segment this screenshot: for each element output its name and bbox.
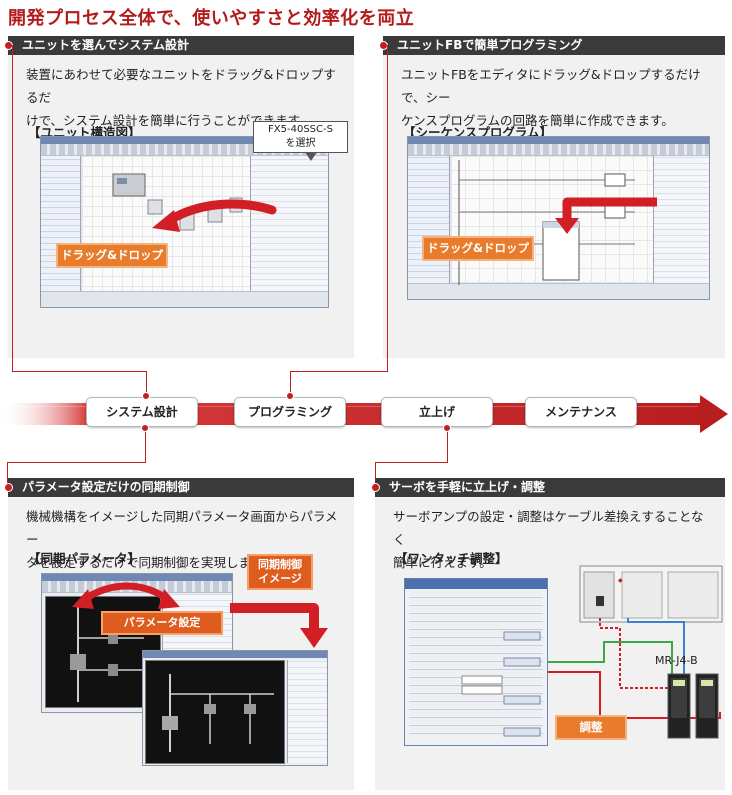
step-anchor-dot-icon bbox=[443, 424, 451, 432]
servo-model-label: MR-J4-B bbox=[655, 654, 698, 667]
panel-description: ユニットFBをエディタにドラッグ&ドロップするだけで、シー ケンスプログラムの回… bbox=[401, 63, 713, 132]
parameter-setting-label: パラメータ設定 bbox=[101, 611, 223, 635]
connector-line bbox=[7, 462, 145, 463]
connector-line bbox=[387, 45, 388, 371]
one-touch-tuning-dialog bbox=[404, 578, 548, 746]
fb-library-pane bbox=[653, 156, 709, 283]
process-step-programming[interactable]: プログラミング bbox=[234, 397, 346, 427]
callout-line-2: を選択 bbox=[285, 138, 316, 149]
panel-heading: ユニットFBで簡単プログラミング bbox=[379, 36, 725, 55]
window-titlebar bbox=[405, 579, 547, 589]
connector-line bbox=[375, 462, 447, 463]
drag-arrow-icon bbox=[152, 199, 277, 232]
description-line-1: 機械機構をイメージした同期パラメータ画面からパラメー bbox=[26, 509, 338, 547]
window-toolbar bbox=[408, 144, 709, 156]
description-line-2: タを設定するだけで同期制御を実現します。 bbox=[26, 555, 275, 570]
image-transition-arrow-icon bbox=[230, 603, 328, 648]
window-statusbar bbox=[41, 291, 328, 307]
connector-line bbox=[447, 427, 448, 463]
screenshot-label: 【ワンタッチ調整】 bbox=[395, 551, 508, 566]
connector-line bbox=[12, 371, 146, 372]
panel-heading-text: パラメータ設定だけの同期制御 bbox=[22, 480, 190, 494]
hardware-system-illustration: ◆ bbox=[548, 565, 723, 739]
step-anchor-dot-icon bbox=[286, 392, 294, 400]
connector-line bbox=[290, 371, 388, 372]
window-statusbar bbox=[408, 283, 709, 299]
connector-line bbox=[7, 462, 8, 488]
description-line-1: 装置にあわせて必要なユニットをドラッグ&ドロップするだ bbox=[26, 67, 336, 105]
description-line-1: ユニットFBをエディタにドラッグ&ドロップするだけで、シー bbox=[401, 67, 701, 105]
connector-line bbox=[290, 371, 291, 397]
parameter-link-arrow-icon bbox=[72, 582, 180, 609]
process-step-maintenance[interactable]: メンテナンス bbox=[525, 397, 637, 427]
dialog-settings-area bbox=[409, 593, 543, 741]
image-label-line-2: イメージ bbox=[258, 572, 302, 585]
coil-block bbox=[604, 173, 626, 187]
connector-line bbox=[375, 462, 376, 488]
description-line-2: ケンスプログラムの回路を簡単に作成できます。 bbox=[401, 113, 674, 128]
step-anchor-dot-icon bbox=[141, 424, 149, 432]
panel-description: 機械機構をイメージした同期パラメータ画面からパラメー タを設定するだけで同期制御… bbox=[26, 505, 342, 574]
page-title: 開発プロセス全体で、使いやすさと効率化を両立 bbox=[8, 8, 415, 29]
description-line-1: サーボアンプの設定・調整はケーブル差換えすることなく bbox=[393, 509, 704, 547]
panel-heading: パラメータ設定だけの同期制御 bbox=[4, 478, 354, 497]
unit-canvas bbox=[82, 156, 250, 291]
unit-structure-screenshot bbox=[40, 136, 329, 308]
panel-heading-text: ユニットFBで簡単プログラミング bbox=[397, 38, 583, 52]
drag-drop-label: ドラッグ&ドロップ bbox=[422, 236, 534, 261]
dialog-buttons-illustration bbox=[461, 631, 541, 737]
axis-pane bbox=[287, 660, 327, 763]
step-anchor-dot-icon bbox=[142, 392, 150, 400]
window-titlebar bbox=[42, 574, 232, 581]
panel-heading: サーボを手軽に立上げ・調整 bbox=[371, 478, 725, 497]
panel-description: サーボアンプの設定・調整はケーブル差換えすることなく 簡単に行えます。 bbox=[393, 505, 713, 574]
adjust-label: 調整 bbox=[555, 715, 627, 740]
mechanism-diagram-icon bbox=[70, 606, 144, 702]
drag-arrow-icon bbox=[555, 197, 657, 234]
sync-control-image-label: 同期制御 イメージ bbox=[247, 554, 313, 590]
bullet-dot-icon bbox=[4, 483, 13, 492]
unit-selection-callout: FX5-40SSC-S を選択 bbox=[253, 121, 348, 153]
callout-line-1: FX5-40SSC-S bbox=[268, 124, 333, 135]
module-slot-1 bbox=[147, 199, 163, 215]
bullet-dot-icon bbox=[371, 483, 380, 492]
description-line-2: けで、システム設計を簡単に行うことができます。 bbox=[26, 113, 312, 128]
window-titlebar bbox=[408, 137, 709, 144]
panel-heading: ユニットを選んでシステム設計 bbox=[4, 36, 354, 55]
navigation-tree bbox=[41, 156, 81, 291]
image-label-line-1: 同期制御 bbox=[258, 558, 302, 571]
panel-heading-text: ユニットを選んでシステム設計 bbox=[22, 38, 190, 52]
sync-axes-diagram-icon bbox=[162, 674, 274, 752]
callout-pointer bbox=[305, 152, 317, 161]
connector-line bbox=[146, 371, 147, 397]
panel-description: 装置にあわせて必要なユニットをドラッグ&ドロップするだ けで、システム設計を簡単… bbox=[26, 63, 342, 132]
process-step-startup[interactable]: 立上げ bbox=[381, 397, 493, 427]
unit-list-pane bbox=[250, 156, 328, 291]
description-line-2: 簡単に行えます。 bbox=[393, 555, 492, 570]
svg-text:◆: ◆ bbox=[618, 577, 623, 584]
window-titlebar bbox=[143, 651, 327, 658]
panel-heading-text: サーボを手軽に立上げ・調整 bbox=[389, 480, 546, 494]
navigation-tree bbox=[408, 156, 450, 283]
drag-drop-label: ドラッグ&ドロップ bbox=[56, 243, 168, 268]
window-titlebar bbox=[41, 137, 328, 144]
process-step-system-design[interactable]: システム設計 bbox=[86, 397, 198, 427]
screenshot-label: 【同期パラメータ】 bbox=[28, 551, 141, 566]
connector-line bbox=[12, 45, 13, 371]
connector-line bbox=[145, 427, 146, 463]
